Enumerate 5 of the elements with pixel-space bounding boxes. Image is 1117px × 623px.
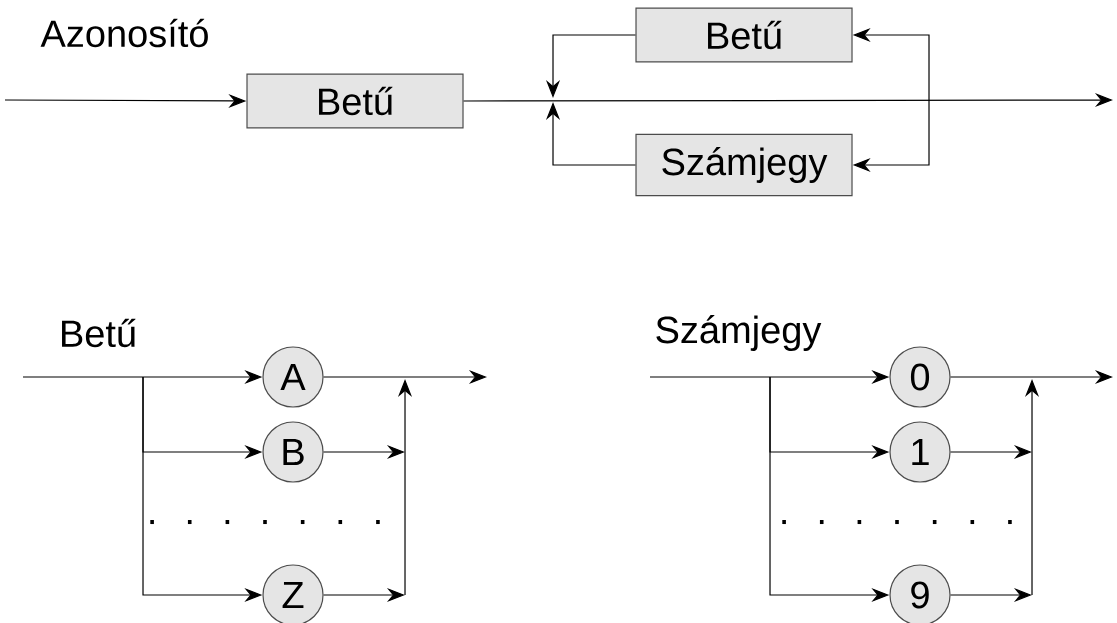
ellipsis-dots: . . . . . . . xyxy=(782,520,1012,525)
title-label: Azonosító xyxy=(40,18,208,48)
ellipsis-dots: . . . . . . . xyxy=(150,520,380,525)
title-label: Betű xyxy=(62,318,136,348)
title-label: Számjegy xyxy=(656,315,822,351)
